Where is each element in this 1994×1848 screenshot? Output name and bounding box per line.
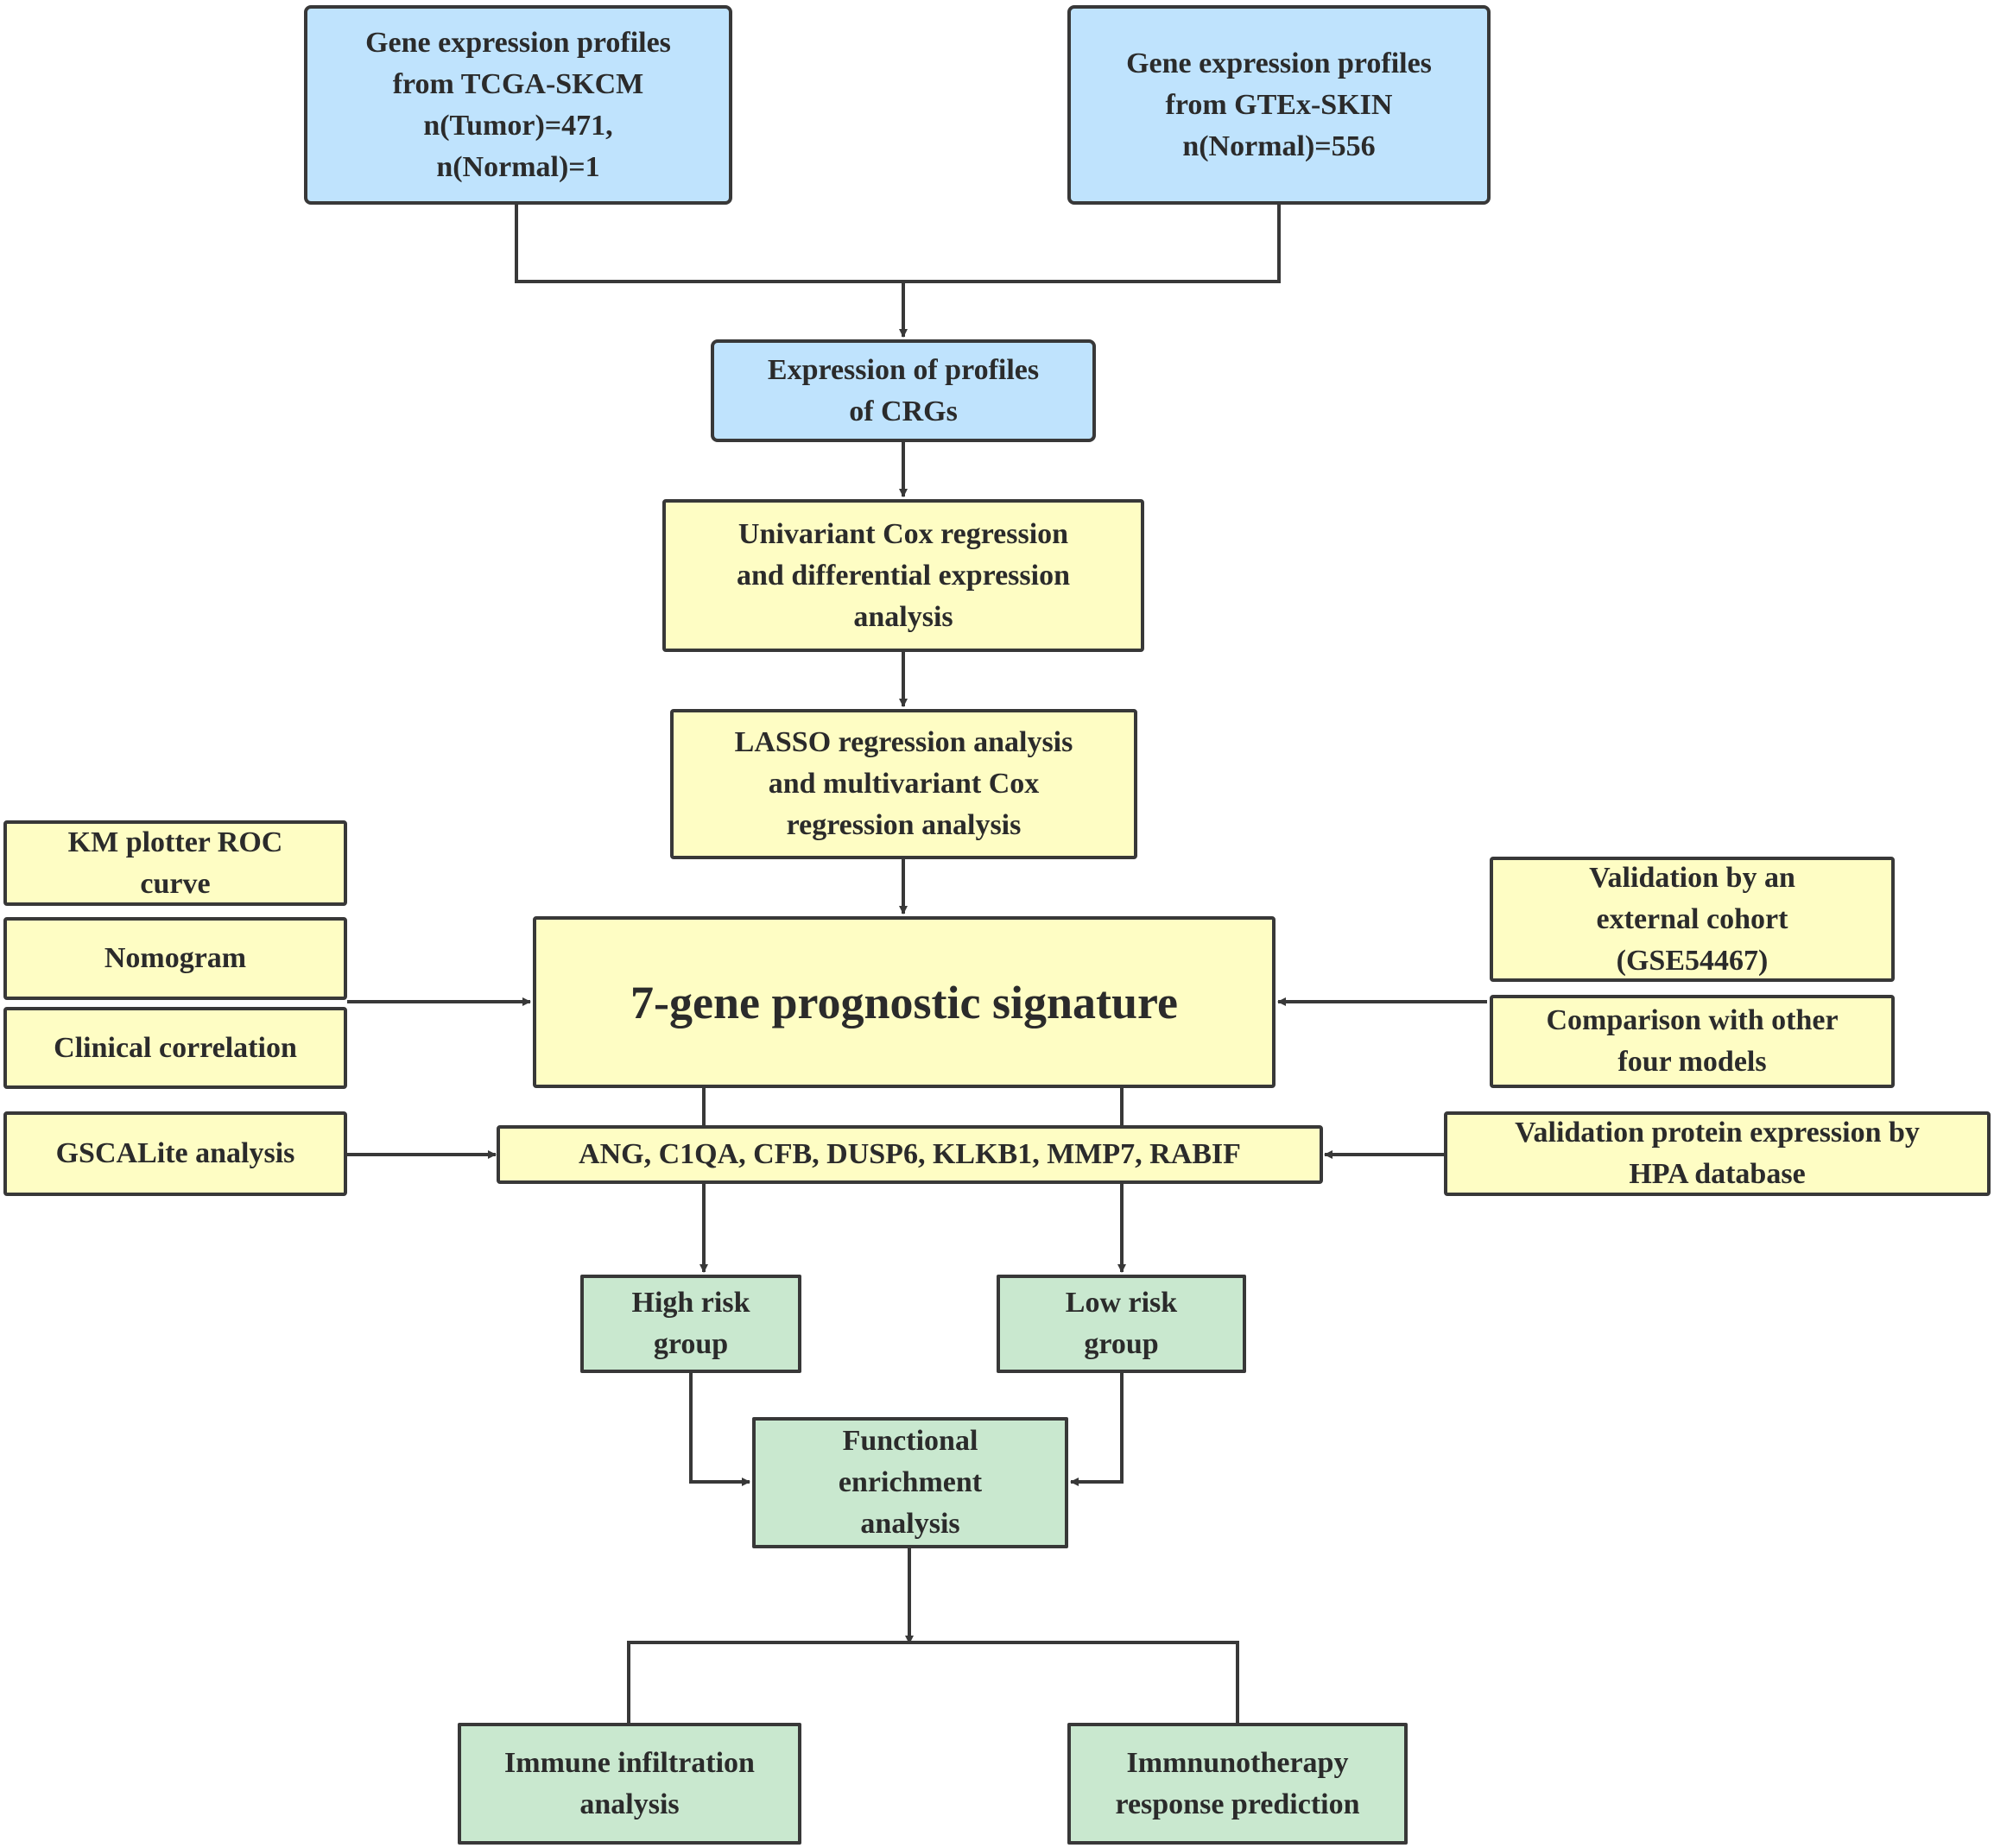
km-plotter-box: KM plotter ROC curve	[3, 820, 347, 906]
hpa-validation-box: Validation protein expression by HPA dat…	[1444, 1111, 1991, 1196]
tcga-profiles-box: Gene expression profiles from TCGA-SKCM …	[304, 5, 732, 205]
arrow-high-risk-to-functional	[689, 1373, 750, 1486]
univariant-cox-box: Univariant Cox regression and differenti…	[662, 499, 1144, 652]
low-risk-group-box: Low risk group	[997, 1275, 1246, 1373]
crgs-profiles-box: Expression of profiles of CRGs	[711, 339, 1096, 442]
connector-tcga	[515, 205, 903, 283]
gene-list-box: ANG, C1QA, CFB, DUSP6, KLKB1, MMP7, RABI…	[497, 1125, 1323, 1184]
model-comparison-box: Comparison with other four models	[1490, 995, 1895, 1088]
signature-box: 7-gene prognostic signature	[533, 916, 1276, 1088]
nomogram-box: Nomogram	[3, 917, 347, 1000]
connector-to-outcomes	[627, 1641, 1239, 1723]
connector-gtex	[903, 205, 1281, 283]
functional-enrichment-box: Functional enrichment analysis	[752, 1417, 1068, 1548]
immune-infiltration-box: Immune infiltration analysis	[458, 1723, 801, 1845]
external-validation-box: Validation by an external cohort (GSE544…	[1490, 857, 1895, 982]
immunotherapy-box: Immnunotherapy response prediction	[1067, 1723, 1408, 1845]
high-risk-group-box: High risk group	[580, 1275, 801, 1373]
lasso-regression-box: LASSO regression analysis and multivaria…	[670, 709, 1137, 859]
clinical-correlation-box: Clinical correlation	[3, 1007, 347, 1089]
gscalite-box: GSCALite analysis	[3, 1111, 347, 1196]
gtex-profiles-box: Gene expression profiles from GTEx-SKIN …	[1067, 5, 1491, 205]
arrow-low-risk-to-functional	[1070, 1373, 1124, 1486]
